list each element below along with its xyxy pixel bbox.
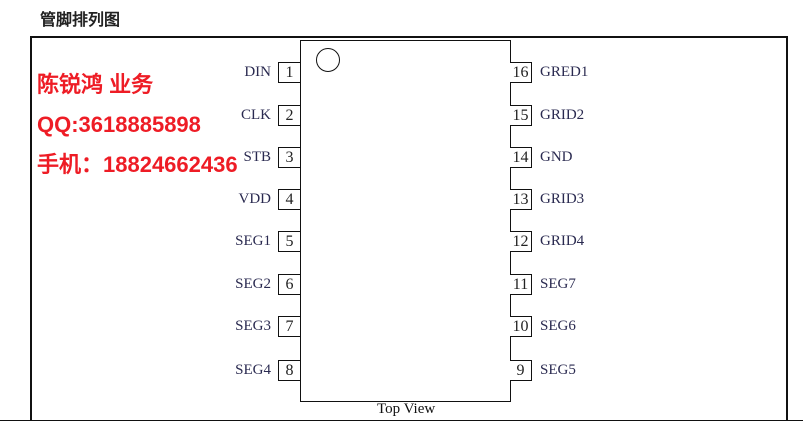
pin-name: SEG3: [235, 318, 271, 334]
pin-name: SEG1: [235, 233, 271, 249]
diagram-frame: [30, 36, 788, 420]
pin-name: GRID3: [540, 191, 585, 207]
pin-number: 8: [278, 360, 300, 381]
contact-qq: QQ:3618885898: [37, 112, 201, 137]
pin-number: 6: [278, 274, 300, 295]
pin-name: GRID4: [540, 233, 585, 249]
pin-number: 14: [510, 147, 532, 168]
pin-name: SEG4: [235, 362, 271, 378]
pin-name: GRID2: [540, 107, 585, 123]
pin-number: 10: [510, 316, 532, 337]
pin-number: 2: [278, 105, 300, 126]
pin-number: 1: [278, 62, 300, 83]
pin-number: 5: [278, 231, 300, 252]
pin-name: SEG2: [235, 276, 271, 292]
pin-number: 7: [278, 316, 300, 337]
pin-name: CLK: [241, 107, 271, 123]
page-title: 管脚排列图: [40, 10, 121, 29]
contact-phone: 手机：18824662436: [37, 152, 238, 177]
pin-name: VDD: [238, 191, 272, 207]
pin-number: 4: [278, 189, 300, 210]
pin-name: GRED1: [540, 64, 589, 80]
pin-number: 13: [510, 189, 532, 210]
chip-body: [300, 40, 511, 402]
pin-number: 15: [510, 105, 532, 126]
pin-name: GND: [540, 149, 573, 165]
pin-number: 9: [510, 360, 532, 381]
pin1-marker: [316, 48, 340, 72]
pin-number: 3: [278, 147, 300, 168]
pin-name: STB: [243, 149, 271, 165]
divider: [0, 420, 803, 421]
pin-name: DIN: [244, 64, 271, 80]
top-view-label: Top View: [377, 401, 436, 417]
pin-name: SEG6: [540, 318, 576, 334]
pin-number: 11: [510, 274, 532, 295]
pin-number: 16: [510, 62, 532, 83]
pin-number: 12: [510, 231, 532, 252]
pin-name: SEG7: [540, 276, 576, 292]
pin-name: SEG5: [540, 362, 576, 378]
contact-name: 陈锐鸿 业务: [37, 72, 154, 97]
